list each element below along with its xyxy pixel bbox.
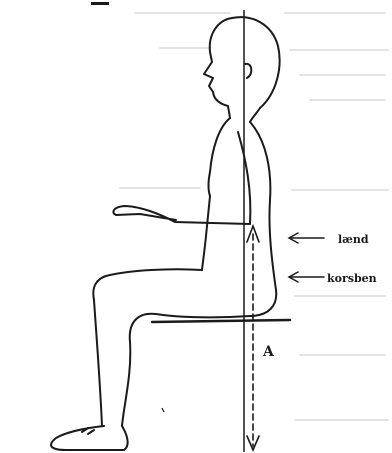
belly-outline xyxy=(202,196,210,270)
forearm-hand xyxy=(113,206,250,224)
back-outline xyxy=(250,122,276,316)
stray-mark xyxy=(162,408,164,412)
seat-line xyxy=(152,320,290,322)
annotation-arrows xyxy=(289,233,324,282)
top-mark xyxy=(91,2,109,5)
head-back-outline xyxy=(232,17,280,122)
point-a-label: A xyxy=(262,344,275,360)
head-front-outline xyxy=(204,18,232,118)
thigh-top xyxy=(93,269,202,300)
lumbar-label: lænd xyxy=(338,233,369,246)
chest-outline xyxy=(209,118,231,196)
seated-figure xyxy=(51,17,280,450)
shin-front xyxy=(94,300,102,426)
thigh-underside xyxy=(122,314,250,426)
measurement-arrow xyxy=(247,226,259,450)
ear xyxy=(245,64,251,78)
shoe xyxy=(51,426,128,450)
tailbone-label: korsben xyxy=(327,272,377,285)
